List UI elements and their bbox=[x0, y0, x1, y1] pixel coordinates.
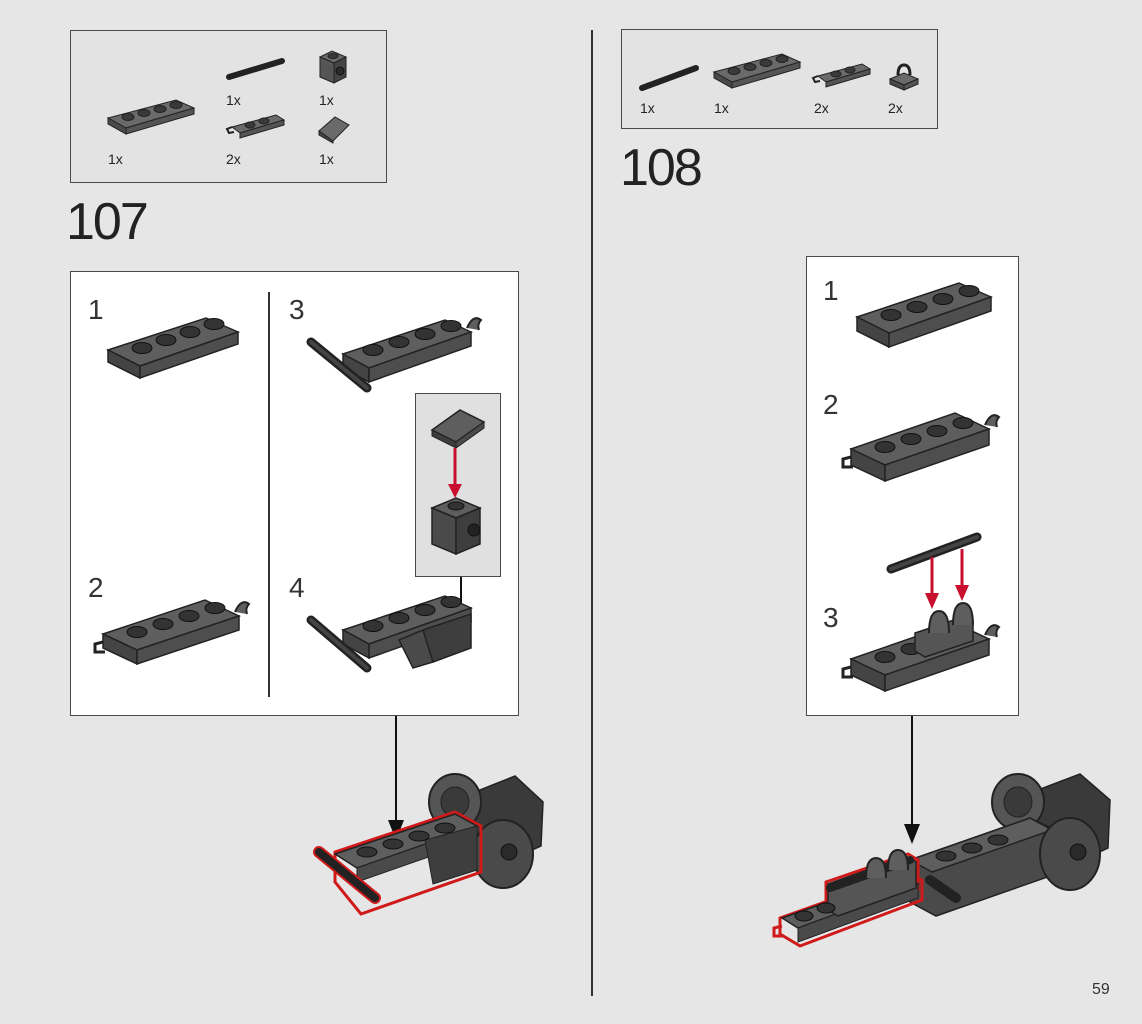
bar-icon bbox=[226, 58, 285, 80]
step-number-107: 107 bbox=[66, 193, 149, 251]
qty-bar: 1x bbox=[226, 92, 241, 108]
parts-list-108: 1x 1x 2x 2x bbox=[621, 29, 938, 129]
substep-3: 3 bbox=[823, 602, 839, 633]
substep-panel-108: 1 2 3 bbox=[806, 256, 1019, 716]
subassembly-4-icon bbox=[306, 595, 473, 673]
qty-slope: 1x bbox=[319, 151, 334, 167]
clip-icon bbox=[888, 63, 920, 91]
slope-icon bbox=[430, 409, 486, 449]
qty-clip: 2x bbox=[888, 100, 903, 116]
red-arrow-icon bbox=[448, 448, 462, 498]
page-divider bbox=[591, 30, 593, 996]
plate-clip-icon bbox=[225, 114, 286, 139]
plate-1x4-icon bbox=[106, 317, 241, 380]
qty-plate-1x4: 1x bbox=[108, 151, 123, 167]
page-number: 59 bbox=[1092, 981, 1110, 998]
subassembly-callout bbox=[415, 393, 501, 577]
plate-clip-icon bbox=[93, 599, 251, 666]
plate-1x4-icon bbox=[106, 99, 196, 135]
qty-plate-clip: 2x bbox=[814, 100, 829, 116]
substep-3: 3 bbox=[289, 294, 305, 325]
assembly-arrow-107 bbox=[388, 716, 404, 840]
qty-plate-1x4: 1x bbox=[714, 100, 729, 116]
substep-divider bbox=[268, 292, 270, 697]
substep-2: 2 bbox=[88, 572, 104, 603]
plate-clip-with-clips-icon bbox=[841, 601, 1001, 693]
red-arrow-icon bbox=[925, 557, 939, 609]
assembly-arrow-108 bbox=[904, 716, 920, 844]
plate-1x4-icon bbox=[712, 53, 802, 89]
plate-1x4-icon bbox=[855, 282, 994, 349]
step-number-108: 108 bbox=[620, 139, 703, 197]
brick-1x1-icon bbox=[430, 497, 482, 556]
parts-list-107: 1x 1x 2x 1x 1x bbox=[70, 30, 387, 183]
bar-icon bbox=[886, 532, 982, 574]
substep-1: 1 bbox=[823, 275, 839, 306]
plate-clip-icon bbox=[811, 63, 872, 88]
plate-clip-icon bbox=[841, 412, 1001, 483]
qty-bar: 1x bbox=[640, 100, 655, 116]
substep-4: 4 bbox=[289, 572, 305, 603]
bar-icon bbox=[639, 65, 699, 91]
red-arrow-icon bbox=[955, 549, 969, 601]
substep-panel-107: 1 2 3 4 bbox=[70, 271, 519, 716]
substep-1: 1 bbox=[88, 294, 104, 325]
plate-with-bar-icon bbox=[306, 317, 483, 393]
substep-2: 2 bbox=[823, 389, 839, 420]
qty-plate-clip: 2x bbox=[226, 151, 241, 167]
qty-brick-1x1: 1x bbox=[319, 92, 334, 108]
model-108-icon bbox=[772, 773, 1111, 948]
slope-icon bbox=[318, 116, 350, 144]
brick-1x1-icon bbox=[318, 50, 348, 84]
model-107-icon bbox=[313, 773, 544, 916]
